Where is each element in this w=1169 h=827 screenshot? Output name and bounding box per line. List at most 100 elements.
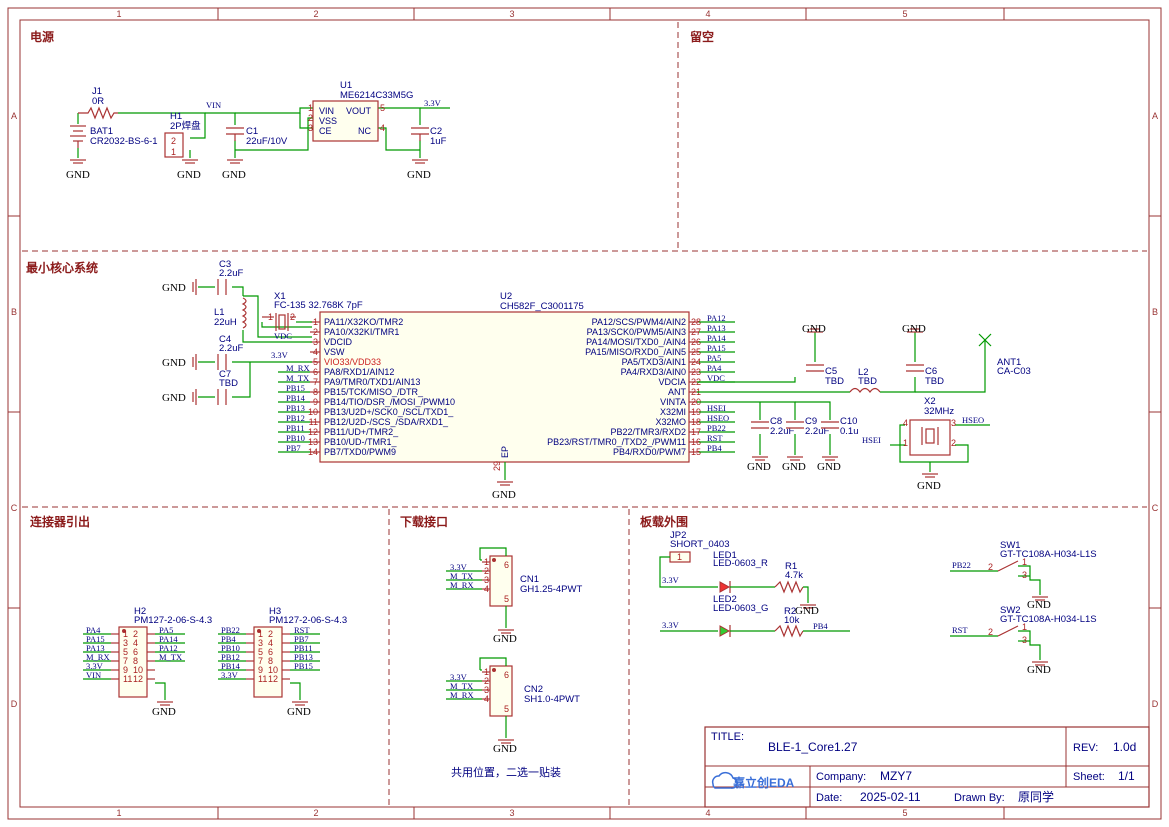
header-pin-number: 2: [268, 629, 273, 639]
header-pin-number: 10: [268, 665, 278, 675]
u2-pin-number: 14: [308, 447, 318, 457]
section-title-connector: 连接器引出: [30, 514, 90, 529]
u2-pin-name: X32MO: [655, 417, 686, 427]
u2-ref: U2: [500, 291, 512, 302]
svg-text:2: 2: [988, 627, 993, 637]
led2-ref: LED2: [713, 594, 737, 605]
u2-pin-name: PB11/UD+/TMR2_: [324, 427, 399, 437]
column-ruler-top: 1 2 3 4 5: [116, 9, 907, 19]
x1-ref: X1: [274, 291, 286, 302]
u2-pin-number: 15: [691, 447, 701, 457]
sw2-contact: [997, 625, 1019, 637]
svg-text:2: 2: [290, 312, 295, 322]
h1-ref: H1: [170, 111, 182, 122]
header-pin-number: 1: [123, 629, 128, 639]
date-label: Date:: [816, 792, 842, 804]
ruler-col-5: 5: [902, 9, 907, 19]
ruler-col-5-bottom: 5: [902, 808, 907, 818]
header-pin-number: 10: [133, 665, 143, 675]
c6-value: TBD: [925, 376, 944, 387]
date-value: 2025-02-11: [860, 790, 921, 804]
ruler-row-c: C: [11, 503, 18, 513]
c3-capacitor: [217, 279, 227, 295]
u2-net-label: PA12: [707, 313, 726, 323]
u2-pin-number: 21: [691, 387, 701, 397]
c4-ref: C4: [219, 334, 231, 345]
jp2-ref: JP2: [670, 530, 686, 541]
antenna-symbol: [978, 333, 992, 355]
u2-net-label: PB7: [286, 443, 301, 453]
u2-pin-name: PB15/TCK/MISO_/DTR_: [324, 387, 424, 397]
u2-pin-name: PA15/MISO/RXD0_/AIN5: [585, 347, 686, 357]
u2-pin-number: 22: [691, 377, 701, 387]
c2-value: 1uF: [430, 136, 447, 147]
l1-value: 22uH: [214, 317, 237, 328]
svg-text:3: 3: [308, 123, 313, 133]
header-net-label: 3.3V: [221, 670, 239, 680]
ruler-col-3: 3: [509, 9, 514, 19]
u2-pin-name: PA12/SCS/PWM4/AIN2: [592, 317, 686, 327]
company-label: Company:: [816, 771, 866, 783]
ruler-col-4-bottom: 4: [705, 808, 710, 818]
u2-net-label: PB4: [707, 443, 722, 453]
net-vdc-left: VDC: [274, 331, 292, 341]
gnd-label-c9: GND: [782, 461, 806, 473]
ruler-row-c-right: C: [1152, 503, 1159, 513]
sw2-value: GT-TC108A-H034-L1S: [1000, 614, 1097, 625]
header-pin-number: 5: [123, 647, 128, 657]
u2-value: CH582F_C3001175: [500, 301, 584, 312]
gnd-right-core: [752, 328, 938, 478]
c5-value: TBD: [825, 376, 844, 387]
net-3v3-power: 3.3V: [424, 98, 442, 108]
u2-pin-number: 25: [691, 347, 701, 357]
header-pin-number: 12: [268, 674, 278, 684]
u2-pin-number: 13: [308, 437, 318, 447]
c9-capacitor: [786, 421, 804, 429]
gnd-label-r1: GND: [795, 605, 819, 617]
u2-pin-number: 2: [313, 327, 318, 337]
u2-pin-number: 19: [691, 407, 701, 417]
cn2-net-label: M_RX: [450, 690, 474, 700]
svg-text:2: 2: [308, 113, 313, 123]
svg-text:1: 1: [903, 438, 908, 448]
header-pin-number: 5: [258, 647, 263, 657]
cn1-connector-body: [489, 555, 513, 607]
u2-net-label: PB15: [286, 383, 305, 393]
svg-text:2: 2: [951, 438, 956, 448]
c6-capacitor: [906, 364, 924, 372]
sw2-ref: SW2: [1000, 605, 1021, 616]
u2-net-label: PB13: [286, 403, 305, 413]
c4-capacitor: [217, 354, 227, 370]
c2-ref: C2: [430, 126, 442, 137]
header-net-label: PA13: [86, 643, 105, 653]
c1-capacitor: [226, 127, 244, 141]
section-title-power: 电源: [30, 29, 54, 44]
u2-pin-name: PA8/RXD1/AIN12: [324, 367, 394, 377]
ruler-col-4: 4: [705, 9, 710, 19]
header-pin-number: 7: [258, 656, 263, 666]
cn2-pin-6: 6: [504, 670, 509, 680]
u2-net-label: PA15: [707, 343, 726, 353]
ruler-row-a: A: [11, 111, 17, 121]
u2-pin-number: 17: [691, 427, 701, 437]
section-title-reserved: 留空: [690, 29, 714, 44]
gnd-label-c2: GND: [407, 169, 431, 181]
u2-pin-number: 18: [691, 417, 701, 427]
cn2-connector-body: [489, 665, 513, 717]
u2-pin-name: PB10/UD-/TMR1_: [324, 437, 398, 447]
header-net-label: PB15: [294, 661, 313, 671]
u2-pin-name: VINTA: [660, 397, 686, 407]
jlc-eda-logo: 嘉立创EDA: [711, 772, 795, 790]
header-net-label: RST: [294, 625, 310, 635]
header-net-label: PA12: [159, 643, 178, 653]
cn1-value: GH1.25-4PWT: [520, 584, 582, 595]
sw1-contact: [997, 560, 1019, 572]
c1-value: 22uF/10V: [246, 136, 288, 147]
r1-ref: R1: [785, 561, 797, 572]
u2-pin-name: PA10/X32KI/TMR1: [324, 327, 399, 337]
section-title-core: 最小核心系统: [26, 260, 98, 275]
sheet-value: 1/1: [1118, 769, 1135, 783]
c10-value: 0.1u: [840, 426, 859, 437]
